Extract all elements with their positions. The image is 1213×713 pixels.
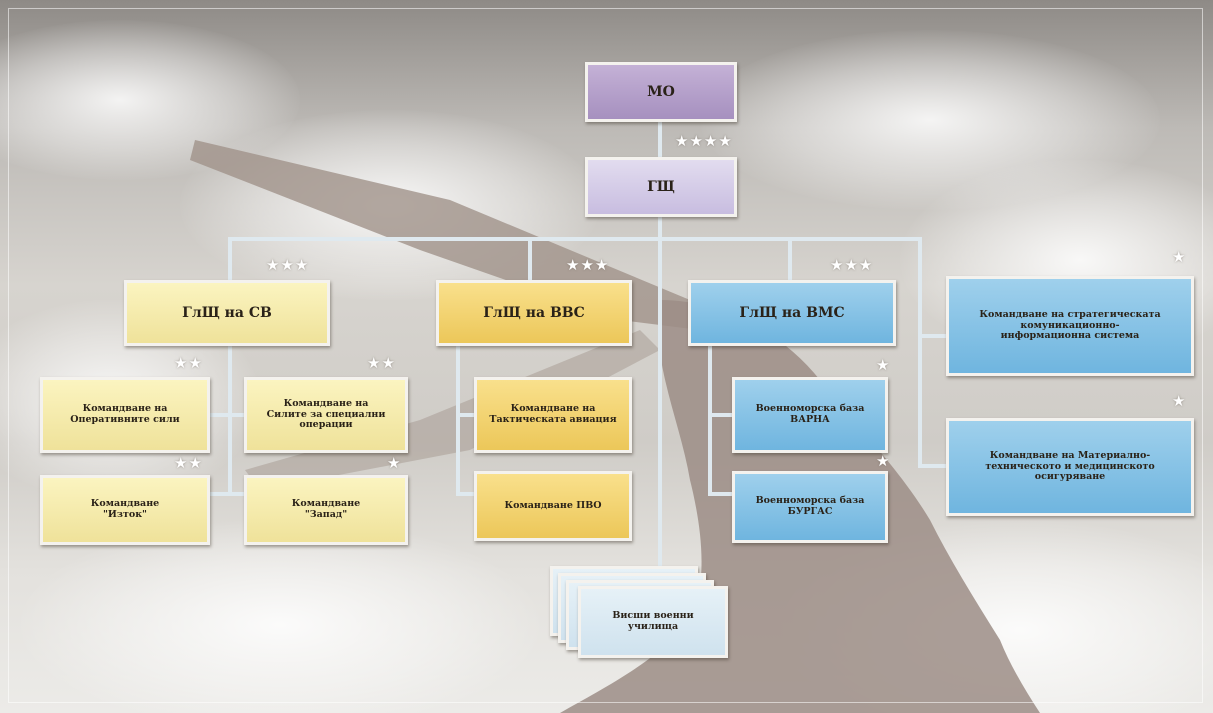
connector-navy-varna <box>708 413 736 417</box>
connector-navy-burgas <box>708 492 736 496</box>
node-logistics-medical: Командване на Материално- техническото и… <box>946 418 1194 516</box>
connector-ccis <box>918 334 950 338</box>
connector-navy-down <box>708 345 712 495</box>
rank-stars-burgas: ★ <box>876 452 891 470</box>
rank-stars-gsh: ★★★★ <box>675 132 733 150</box>
connector-land <box>228 237 232 282</box>
node-operational-forces: Командване на Оперативните сили <box>40 377 210 453</box>
connector-land-down <box>228 345 232 495</box>
node-communication-system: Командване на стратегическата комуникаци… <box>946 276 1194 376</box>
connector-mo-gsh <box>658 120 662 158</box>
rank-stars-ops: ★★ <box>174 354 203 372</box>
connector-air-down <box>456 345 460 495</box>
connector-right <box>918 237 922 467</box>
node-command-east: Командване "Изток" <box>40 475 210 545</box>
node-command-west: Командване "Запад" <box>244 475 408 545</box>
connector-navy <box>788 237 792 282</box>
rank-stars-ccis: ★ <box>1172 248 1187 266</box>
node-tactical-aviation: Командване на Тактическата авиация <box>474 377 632 453</box>
node-naval-base-burgas: Военноморска база БУРГАС <box>732 471 888 543</box>
rank-stars-navy: ★★★ <box>830 256 874 274</box>
node-military-academies: Висши военни училища <box>578 586 728 658</box>
node-gsh: ГЩ <box>585 157 737 217</box>
node-air-defence: Командване ПВО <box>474 471 632 541</box>
connector-main-bar <box>228 237 918 241</box>
connector-air <box>528 237 532 282</box>
rank-stars-east: ★★ <box>174 454 203 472</box>
rank-stars-varna: ★ <box>876 356 891 374</box>
node-mo: МО <box>585 62 737 122</box>
node-special-operations: Командване на Силите за специални операц… <box>244 377 408 453</box>
connector-logistics <box>918 464 950 468</box>
node-navy: ГлЩ на ВМС <box>688 280 896 346</box>
node-air-force: ГлЩ на ВВС <box>436 280 632 346</box>
connector-air-pvo <box>456 492 478 496</box>
inner-frame <box>8 8 1203 703</box>
connector-air-tactical <box>456 413 478 417</box>
rank-stars-special: ★★ <box>367 354 396 372</box>
node-naval-base-varna: Военноморска база ВАРНА <box>732 377 888 453</box>
connector-land-bottom <box>200 492 246 496</box>
rank-stars-air: ★★★ <box>566 256 610 274</box>
rank-stars-logistics: ★ <box>1172 392 1187 410</box>
connector-spine <box>658 215 662 588</box>
rank-stars-land: ★★★ <box>266 256 310 274</box>
node-land-forces: ГлЩ на СВ <box>124 280 330 346</box>
connector-land-top <box>200 413 246 417</box>
rank-stars-west: ★ <box>387 454 402 472</box>
